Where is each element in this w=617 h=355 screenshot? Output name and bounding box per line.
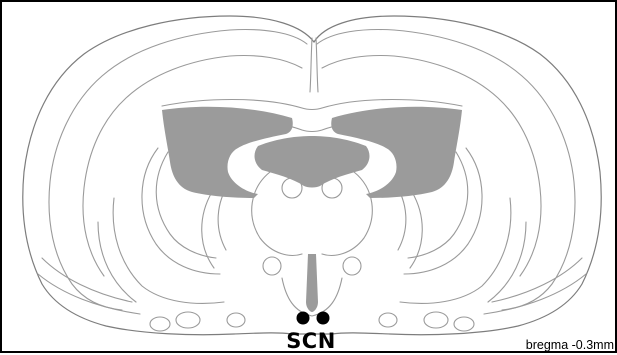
left-lower-nucleus-a	[150, 317, 170, 331]
thalamus-right-outline	[322, 172, 372, 255]
third-ventricle-dorsal	[255, 136, 370, 188]
thalamic-nucleus-right-2	[343, 257, 361, 275]
midline-fissure	[310, 38, 318, 92]
scn-region-label: SCN	[274, 330, 348, 352]
bregma-coordinate-label: bregma -0.3mm	[508, 338, 614, 352]
scn-right-dot	[317, 312, 330, 325]
right-lower-nucleus-a	[454, 317, 474, 331]
left-basal-outline	[38, 258, 140, 314]
right-lower-nucleus-c	[379, 313, 397, 327]
third-ventricle-ventral	[306, 254, 318, 312]
thalamus-left-outline	[252, 172, 302, 255]
thalamic-nucleus-left-2	[263, 257, 281, 275]
right-lower-nucleus-b	[424, 312, 448, 328]
left-lower-nucleus-c	[227, 313, 245, 327]
right-basal-outline	[484, 258, 586, 314]
scn-left-dot	[297, 312, 310, 325]
left-lower-nucleus-b	[176, 312, 200, 328]
